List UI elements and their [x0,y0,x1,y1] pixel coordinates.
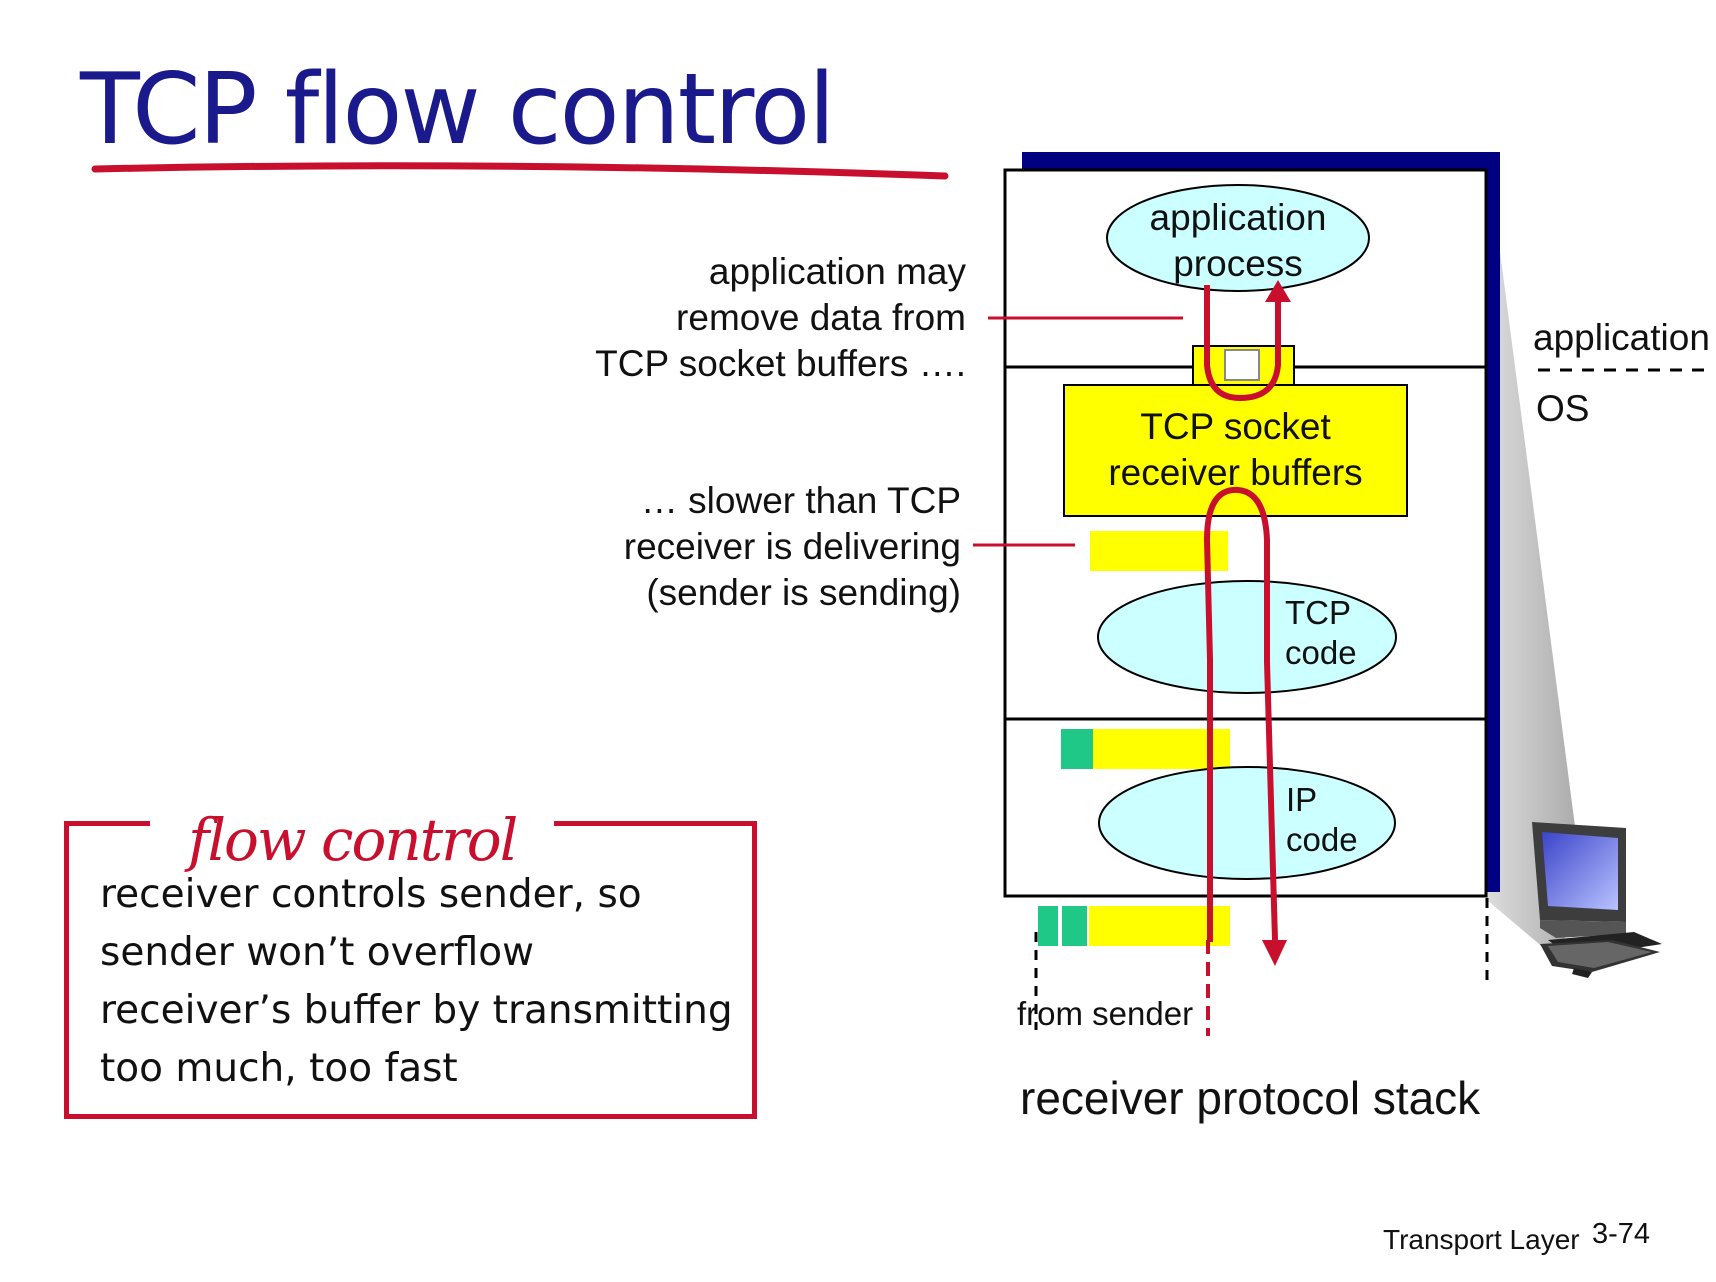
tcp-code-ellipse [1097,580,1397,694]
flow-control-heading: flow control [150,800,555,880]
ip-datagram-header-2 [1062,906,1087,946]
ip-code-line-1: IP [1286,781,1318,818]
callout-app-remove-data: application may remove data from TCP soc… [560,249,966,387]
ip-code-line-2: code [1286,821,1358,858]
definition-line-2: sender won’t overflow [100,930,535,975]
tcp-code-label: TCP code [1285,593,1357,673]
computer-icon [1532,822,1662,978]
tcp-code-line-2: code [1285,634,1357,671]
data-flow-arrowhead-down [1262,940,1287,966]
socket-buffers-line-1: TCP socket [1140,406,1331,447]
slide-title: TCP flow control [80,53,835,167]
tcp-segment-header [1061,729,1093,769]
ip-code-label: IP code [1286,780,1358,860]
from-sender-label: from sender [1017,995,1194,1032]
footer-section-label: Transport Layer [1383,1224,1580,1255]
ip-datagram-payload [1089,906,1230,946]
data-flow-path [1203,486,1278,942]
tcp-code-line-1: TCP [1285,594,1351,631]
socket-tab-slot [1224,349,1260,381]
stack-caption: receiver protocol stack [1020,1072,1481,1124]
callout-top-line-3: TCP socket buffers …. [595,343,966,384]
definition-line-1: receiver controls sender, so [100,872,642,917]
callout-middle-line-1: … slower than TCP [640,480,961,521]
socket-buffers-label: TCP socket receiver buffers [1064,404,1407,496]
callout-slower-than-tcp: … slower than TCP receiver is delivering… [560,478,961,616]
callout-top-line-2: remove data from [676,297,966,338]
projection-cone [1487,152,1582,960]
app-read-path [1204,285,1281,402]
flow-control-definition: receiver controls sender, so sender won’… [100,866,750,1098]
callout-middle-line-3: (sender is sending) [646,572,961,613]
definition-line-3: receiver’s buffer by transmitting [100,988,733,1033]
application-process-label: application process [1108,195,1368,287]
application-process-line-2: process [1173,243,1303,284]
socket-buffers-line-2: receiver buffers [1108,452,1363,493]
ip-datagram-header-1 [1038,906,1058,946]
application-process-line-1: application [1149,197,1327,238]
socket-buffers-box [1063,384,1408,517]
callout-middle-line-2: receiver is delivering [623,526,961,567]
os-layer-label: OS [1536,388,1590,429]
app-read-arrowhead-up [1265,280,1291,302]
footer-page-number: 3-74 [1592,1218,1651,1250]
title-underline [91,162,949,180]
application-layer-label: application [1533,317,1710,358]
callout-top-line-1: application may [708,251,966,292]
application-process-ellipse [1106,184,1370,292]
definition-line-4: too much, too fast [100,1046,458,1091]
ip-code-ellipse [1098,766,1396,880]
